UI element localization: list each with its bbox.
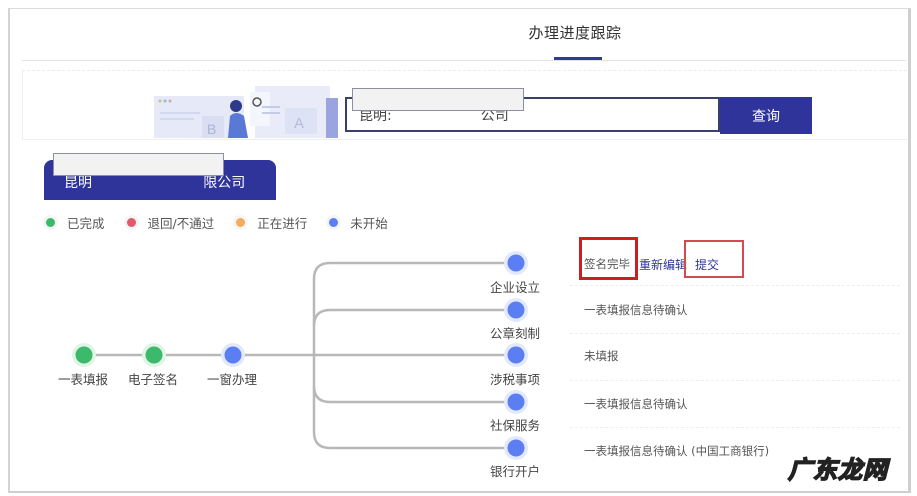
highlight-box	[684, 240, 744, 278]
legend-item-not-started: 未开始	[329, 213, 388, 232]
company-tab-label: 昆明 限公司	[64, 175, 246, 191]
watermark: 广东龙网	[787, 455, 888, 485]
svg-text:B: B	[207, 121, 216, 137]
status-tax-matters: 未填报	[584, 349, 619, 363]
node-label-one-window[interactable]: 一窗办理	[207, 372, 258, 387]
node-label-e-signature[interactable]: 电子签名	[128, 372, 179, 387]
status-bank-account: 一表填报信息待确认 (中国工商银行)	[584, 444, 770, 458]
status-seal-carving: 一表填报信息待确认	[584, 303, 688, 317]
svg-text:A: A	[294, 115, 304, 132]
search-input-value: 昆明: 公司	[359, 107, 509, 124]
active-tab-indicator	[554, 57, 602, 60]
node-label-bank-account[interactable]: 银行开户	[490, 464, 541, 479]
highlight-box	[579, 237, 638, 280]
orange-dot-icon	[236, 218, 246, 227]
search-button[interactable]: 查询	[720, 97, 812, 134]
redaction-box	[53, 153, 224, 176]
page-title: 办理进度跟踪	[528, 24, 622, 42]
red-dot-icon	[126, 218, 136, 227]
search-illustration-icon: B A	[154, 86, 338, 138]
legend-label: 退回/不通过	[147, 216, 215, 231]
legend-label: 正在进行	[257, 216, 308, 231]
row-divider	[570, 285, 900, 287]
redaction-box	[352, 88, 524, 111]
legend-label: 已完成	[67, 216, 105, 231]
status-social-security: 一表填报信息待确认	[584, 397, 688, 411]
node-label-seal-carving[interactable]: 公章刻制	[490, 326, 541, 341]
legend-label: 未开始	[350, 216, 388, 231]
header-divider	[22, 60, 906, 61]
re-edit-link[interactable]: 重新编辑	[639, 258, 688, 272]
node-label-company-setup[interactable]: 企业设立	[490, 280, 541, 295]
row-divider	[570, 427, 900, 429]
node-label-social-security[interactable]: 社保服务	[490, 418, 541, 433]
row-divider	[570, 333, 900, 335]
legend-item-rejected: 退回/不通过	[126, 213, 215, 232]
status-legend: 已完成 退回/不通过 正在进行 未开始	[46, 213, 410, 232]
legend-item-in-progress: 正在进行	[236, 213, 307, 232]
node-dots	[72, 251, 528, 460]
node-label-form-fill[interactable]: 一表填报	[58, 372, 109, 387]
submit-link[interactable]: 提交	[695, 258, 720, 272]
blue-dot-icon	[329, 218, 339, 227]
status-company-setup: 签名完毕	[584, 257, 630, 271]
row-divider	[570, 380, 900, 382]
search-band	[22, 70, 907, 140]
green-dot-icon	[46, 218, 55, 227]
node-label-tax-matters[interactable]: 涉税事项	[490, 372, 541, 387]
legend-item-completed: 已完成	[46, 213, 105, 232]
